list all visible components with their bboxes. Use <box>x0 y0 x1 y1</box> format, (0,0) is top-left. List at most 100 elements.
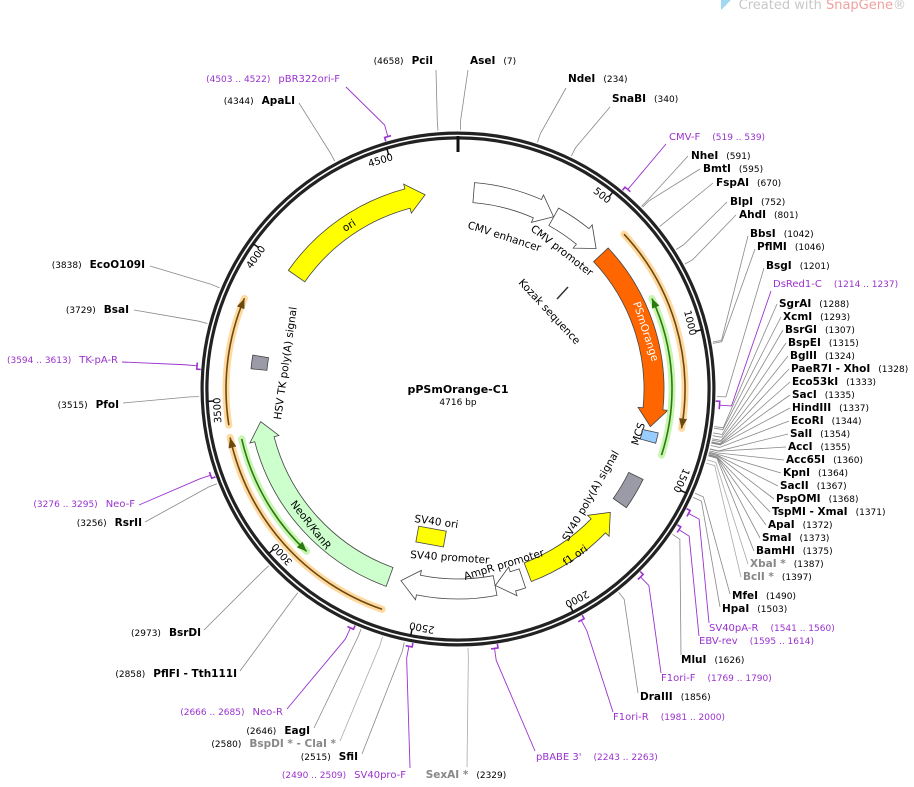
site-xcmi[interactable]: XcmI(1293) <box>783 311 850 323</box>
primer-cmv-f[interactable]: CMV-F(519 .. 539) <box>669 132 765 143</box>
site-bspdi-clai[interactable]: (2580)BspDI * - ClaI * <box>211 738 336 750</box>
site-sfii[interactable]: (2515)SfiI <box>301 751 358 763</box>
site-pflmi[interactable]: PflMI(1046) <box>757 241 825 253</box>
site-name: SacI <box>792 389 817 401</box>
site-name: PfoI <box>96 399 119 411</box>
site-apai[interactable]: ApaI(1372) <box>768 519 833 531</box>
site-name: XbaI * <box>750 558 786 570</box>
site-hindiii[interactable]: HindIII(1337) <box>792 402 869 414</box>
primer-leader-line <box>287 628 350 709</box>
feature-ori[interactable] <box>288 184 425 282</box>
site-sacii[interactable]: SacII(1367) <box>780 480 847 492</box>
site-ndei[interactable]: NdeI(234) <box>568 73 628 85</box>
primer-leader-line <box>407 646 410 768</box>
site-saci[interactable]: SacI(1335) <box>792 389 855 401</box>
primer-sv40pro-f[interactable]: (2490 .. 2509)SV40pro-F <box>282 770 406 781</box>
primer-pbr322ori-f[interactable]: (4503 .. 4522)pBR322ori-F <box>206 74 340 85</box>
site-snabi[interactable]: SnaBI(340) <box>612 93 678 105</box>
site-mfei[interactable]: MfeI(1490) <box>732 590 796 602</box>
site-position: (1368) <box>829 495 859 505</box>
site-name: EagI <box>284 725 310 737</box>
site-asei[interactable]: AseI(7) <box>470 55 516 67</box>
site-name: BamHI <box>756 545 795 557</box>
feature-label-kozak[interactable]: Kozak sequence <box>516 277 583 347</box>
feature-cmv-enhancer[interactable] <box>473 183 554 223</box>
site-ahdi[interactable]: AhdI(801) <box>739 209 798 221</box>
site-name: FspAI <box>716 177 749 189</box>
site-fspai[interactable]: FspAI(670) <box>716 177 781 189</box>
feature-f1-ori[interactable] <box>524 512 610 581</box>
feature-label-hsv-tk-polya[interactable]: HSV TK poly(A) signal <box>272 306 300 420</box>
primer-sv40pa-r[interactable]: SV40pA-R(1541 .. 1560) <box>709 623 835 634</box>
primer-ebv-rev[interactable]: EBV-rev(1595 .. 1614) <box>699 636 814 647</box>
site-smai[interactable]: SmaI(1373) <box>762 532 829 544</box>
site-rsrii[interactable]: (3256)RsrII <box>77 517 142 529</box>
site-bbsi[interactable]: BbsI(1042) <box>750 228 814 240</box>
feature-label-cmv-enhancer[interactable]: CMV enhancer <box>466 219 543 254</box>
site-leader-line <box>150 266 220 288</box>
site-leader-line <box>571 107 610 156</box>
site-bamhi[interactable]: BamHI(1375) <box>756 545 833 557</box>
primer-name: TK-pA-R <box>78 355 118 366</box>
site-sali[interactable]: SalI(1354) <box>790 428 850 440</box>
site-acc65i[interactable]: Acc65I(1360) <box>786 454 863 466</box>
feature-sv40-ori[interactable] <box>416 526 446 547</box>
site-apali[interactable]: (4344)ApaLI <box>224 95 295 107</box>
site-bglii[interactable]: BglII(1324) <box>790 350 855 362</box>
site-position: (2329) <box>476 771 506 781</box>
primer-name: Neo-F <box>106 499 136 510</box>
site-position: (1372) <box>803 521 833 531</box>
site-position: (595) <box>739 165 763 175</box>
site-acci[interactable]: AccI(1355) <box>788 441 850 453</box>
site-pfoi[interactable]: (3515)PfoI <box>58 399 119 411</box>
site-name: PciI <box>412 55 433 67</box>
primer-bind-mark <box>406 643 413 647</box>
primer-dsred1-c[interactable]: DsRed1-C(1214 .. 1237) <box>773 279 898 290</box>
site-ecoo109i[interactable]: (3838)EcoO109I <box>52 259 145 271</box>
site-nhei[interactable]: NheI(591) <box>691 150 751 162</box>
site-leader-line <box>713 343 786 437</box>
site-eagi[interactable]: (2646)EagI <box>246 725 310 737</box>
primer-range: (519 .. 539) <box>712 133 765 143</box>
site-ecori[interactable]: EcoRI(1344) <box>791 415 862 427</box>
feature-sv40-poly-a-signal[interactable] <box>613 472 643 507</box>
site-kpni[interactable]: KpnI(1364) <box>783 467 848 479</box>
site-bcli[interactable]: BclI *(1397) <box>743 571 812 583</box>
site-name: BclI * <box>743 571 774 583</box>
site-eco53ki[interactable]: Eco53kI(1333) <box>792 376 876 388</box>
site-blpi[interactable]: BlpI(752) <box>730 196 785 208</box>
site-tspmi-xmai[interactable]: TspMI - XmaI(1371) <box>772 506 886 518</box>
feature-label-sv40-promoter[interactable]: SV40 promoter <box>410 549 491 567</box>
primer-pbabe-3[interactable]: pBABE 3'(2243 .. 2263) <box>536 752 658 763</box>
site-sexai[interactable]: SexAI * (2329) <box>426 769 507 781</box>
site-position: (3838) <box>52 261 82 271</box>
site-mlui[interactable]: MluI(1626) <box>681 654 744 666</box>
site-xbai[interactable]: XbaI *(1387) <box>750 558 824 570</box>
site-bsgi[interactable]: BsgI(1201) <box>766 260 830 272</box>
site-bsrdi[interactable]: (2973)BsrDI <box>131 627 201 639</box>
site-position: (1371) <box>856 508 886 518</box>
site-bspei[interactable]: BspEI(1315) <box>788 337 859 349</box>
site-pcii[interactable]: (4658)PciI <box>374 55 433 67</box>
primer-tk-pa-r[interactable]: (3594 .. 3613)TK-pA-R <box>7 355 118 366</box>
site-pspomi[interactable]: PspOMI(1368) <box>776 493 859 505</box>
site-draiii[interactable]: DraIII(1856) <box>640 691 711 703</box>
site-bmti[interactable]: BmtI(595) <box>703 163 763 175</box>
site-leader-line <box>537 88 566 142</box>
primer-f1ori-f[interactable]: F1ori-F(1769 .. 1790) <box>661 673 772 684</box>
site-bsai[interactable]: (3729)BsaI <box>66 304 129 316</box>
site-leader-line <box>145 484 217 522</box>
site-bsrgi[interactable]: BsrGI(1307) <box>785 324 855 336</box>
primer-f1ori-r[interactable]: F1ori-R(1981 .. 2000) <box>613 712 725 723</box>
primer-neo-r[interactable]: (2666 .. 2685)Neo-R <box>180 707 283 718</box>
site-sgrai[interactable]: SgrAI(1288) <box>779 298 849 310</box>
site-name: SexAI * <box>426 769 469 781</box>
snapgene-logo-icon <box>721 0 733 10</box>
site-hpai[interactable]: HpaI(1503) <box>722 603 787 615</box>
primer-neo-f[interactable]: (3276 .. 3295)Neo-F <box>33 499 135 510</box>
feature-hsv-tk-poly-a-signal[interactable] <box>251 355 269 370</box>
site-pflfi-tth111i[interactable]: (2858)PflFI - Tth111I <box>115 668 237 680</box>
site-position: (1042) <box>784 230 814 240</box>
site-name: HindIII <box>792 402 831 414</box>
site-paer7i-xhoi[interactable]: PaeR7I - XhoI(1328) <box>791 363 908 375</box>
